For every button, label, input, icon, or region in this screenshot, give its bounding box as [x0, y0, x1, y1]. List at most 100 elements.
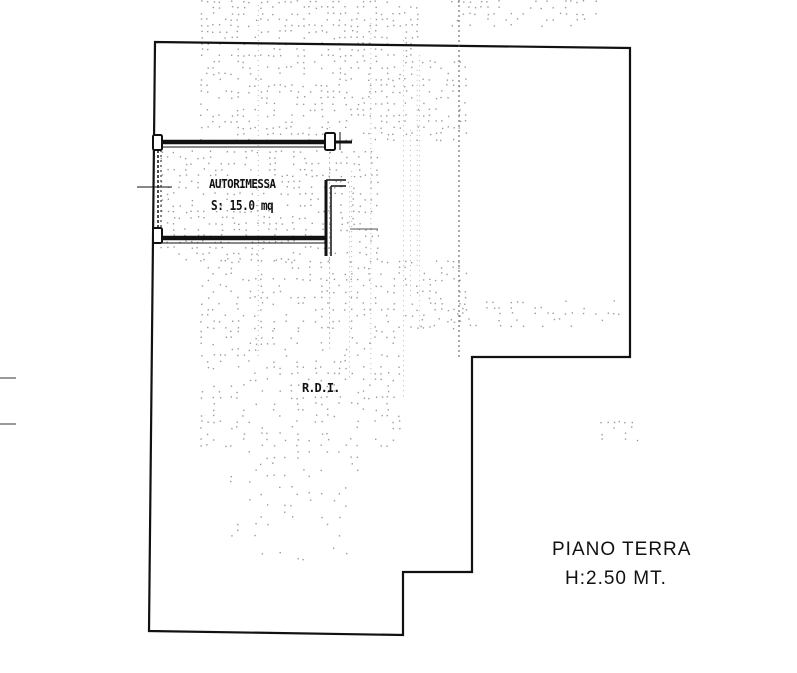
- grid-dot: [233, 162, 235, 165]
- grid-dot: [219, 78, 222, 81]
- grid-dot: [212, 439, 215, 441]
- grid-dot: [516, 301, 519, 303]
- grid-dot: [305, 174, 308, 176]
- grid-dot: [453, 278, 455, 280]
- grid-dot: [273, 343, 275, 345]
- grid-dot: [260, 463, 262, 466]
- grid-dot: [268, 241, 271, 244]
- grid-dot: [268, 223, 271, 225]
- grid-dot: [302, 115, 305, 117]
- grid-dot: [398, 415, 400, 418]
- grid-dot: [375, 18, 378, 21]
- grid-dot: [279, 84, 281, 86]
- grid-dot: [440, 67, 442, 70]
- grid-dot: [284, 278, 286, 280]
- grid-dot: [237, 327, 240, 329]
- grid-dot: [320, 96, 322, 99]
- grid-dot: [249, 379, 252, 382]
- grid-dot: [273, 320, 275, 323]
- grid-dot: [280, 258, 283, 260]
- grid-dot: [200, 103, 202, 105]
- grid-dot: [326, 408, 329, 410]
- grid-dot: [201, 43, 203, 45]
- grid-dot: [344, 36, 346, 39]
- grid-dot: [375, 6, 377, 9]
- grid-dot: [308, 12, 311, 15]
- rdi-label: R.D.I.: [302, 381, 340, 395]
- grid-dot: [404, 78, 406, 80]
- grid-dot: [386, 402, 388, 405]
- grid-dot: [321, 285, 323, 287]
- grid-dot: [273, 260, 276, 262]
- grid-dot: [266, 90, 269, 92]
- grid-dot: [357, 391, 360, 394]
- grid-dot: [279, 72, 281, 74]
- grid-dot: [333, 372, 336, 375]
- grid-dot: [290, 66, 292, 68]
- grid-dot: [185, 258, 187, 261]
- grid-dot: [200, 330, 202, 333]
- grid-dot: [386, 25, 389, 28]
- grid-dot: [309, 91, 312, 93]
- grid-dot: [375, 285, 377, 288]
- grid-dot: [376, 174, 378, 176]
- grid-dot: [375, 330, 378, 332]
- grid-dot: [387, 390, 390, 393]
- grid-dot: [365, 253, 368, 256]
- grid-dot: [310, 204, 312, 207]
- grid-dot: [350, 261, 352, 263]
- grid-dot: [261, 13, 264, 15]
- grid-dot: [207, 126, 209, 128]
- grid-dot: [405, 31, 408, 33]
- grid-dot: [350, 25, 353, 28]
- grid-dot: [242, 61, 244, 64]
- grid-dot: [243, 433, 246, 435]
- grid-dot: [269, 205, 272, 208]
- grid-dot: [320, 342, 323, 344]
- grid-dot: [393, 291, 395, 294]
- grid-dot: [351, 273, 353, 275]
- grid-dot: [380, 115, 382, 117]
- grid-dot: [220, 205, 223, 207]
- grid-dot: [279, 552, 281, 554]
- grid-dot: [498, 319, 500, 322]
- grid-dot: [185, 211, 188, 214]
- grid-dot: [458, 267, 460, 269]
- grid-dot: [225, 445, 227, 448]
- grid-dot: [267, 31, 269, 33]
- grid-dot: [404, 266, 406, 269]
- grid-dot: [387, 372, 390, 374]
- grid-dot: [308, 24, 310, 26]
- grid-dot: [200, 138, 202, 141]
- grid-dot: [207, 326, 209, 329]
- grid-dot: [364, 199, 366, 201]
- grid-dot: [242, 278, 244, 281]
- grid-dot: [273, 109, 275, 112]
- grid-dot: [465, 132, 467, 134]
- grid-dot: [285, 127, 288, 129]
- grid-dot: [224, 37, 226, 39]
- grid-dot: [297, 61, 299, 64]
- grid-dot: [297, 451, 299, 453]
- grid-dot: [380, 445, 382, 447]
- grid-dot: [248, 1, 250, 4]
- grid-dot: [333, 96, 335, 99]
- grid-dot: [438, 318, 440, 320]
- grid-dot: [381, 396, 384, 398]
- grid-dot: [266, 432, 268, 435]
- grid-dot: [245, 186, 247, 188]
- grid-dot: [242, 127, 244, 130]
- grid-dot: [173, 234, 175, 236]
- grid-dot: [338, 372, 340, 375]
- grid-dot: [345, 139, 347, 142]
- grid-dot: [565, 0, 567, 2]
- grid-dot: [386, 1, 388, 3]
- grid-dot: [452, 266, 454, 268]
- grid-dot: [185, 240, 187, 242]
- grid-dot: [311, 163, 313, 165]
- grid-dot: [356, 278, 359, 281]
- grid-dot: [230, 480, 232, 483]
- grid-dot: [345, 91, 348, 94]
- grid-dot: [369, 309, 371, 311]
- grid-dot: [314, 103, 317, 105]
